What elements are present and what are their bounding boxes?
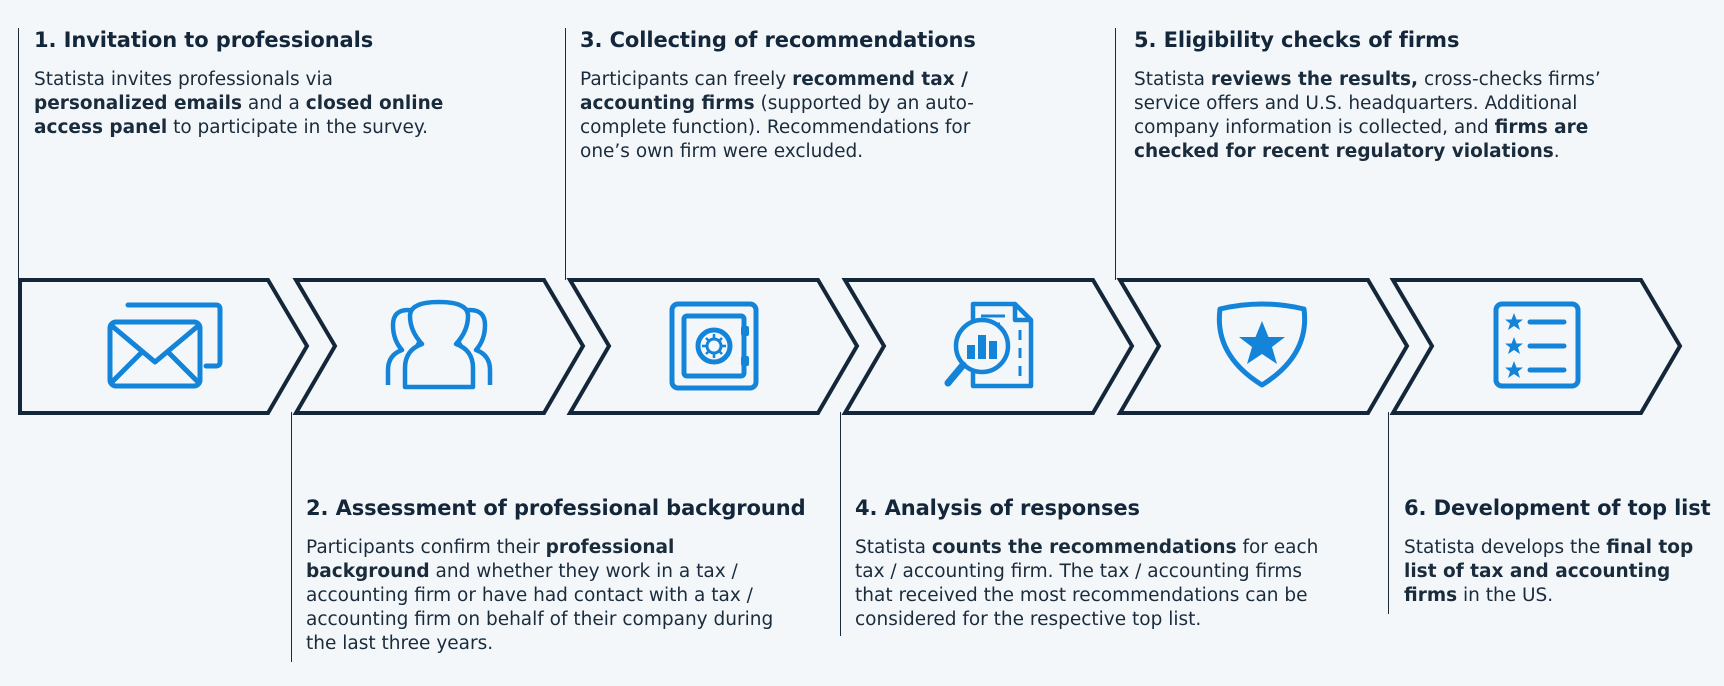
description-segment: personalized emails: [34, 93, 242, 114]
connector-line-step-6: [1388, 412, 1389, 614]
step-6: 6. Development of top list Statista deve…: [1404, 496, 1711, 608]
step-4: 4. Analysis of responses Statista counts…: [855, 496, 1325, 632]
step-3: 3. Collecting of recommendations Partici…: [580, 28, 1000, 164]
description-segment: Statista: [855, 537, 932, 558]
step-4-title: 4. Analysis of responses: [855, 496, 1140, 520]
step-5-description: Statista reviews the results, cross-chec…: [1134, 68, 1604, 164]
description-segment: .: [1553, 141, 1560, 162]
step-6-title: 6. Development of top list: [1404, 496, 1711, 520]
description-segment: final top list of tax and accounting fir…: [1404, 537, 1694, 606]
description-segment: cross-checks firms’ service offers and U…: [1134, 69, 1601, 138]
description-segment: counts the recommendations: [931, 537, 1237, 558]
step-1-title: 1. Invitation to professionals: [34, 28, 374, 52]
description-segment: professional background: [306, 537, 675, 582]
description-segment: Participants can freely: [580, 69, 793, 90]
description-segment: recommend tax / accounting firms: [580, 69, 968, 114]
step-3-title: 3. Collecting of recommendations: [580, 28, 976, 52]
description-segment: and whether they work in a tax / account…: [306, 561, 774, 654]
description-segment: in the US.: [1457, 585, 1554, 606]
description-segment: closed online access panel: [34, 93, 444, 138]
description-segment: Statista: [1134, 69, 1211, 90]
step-5: 5. Eligibility checks of firms Statista …: [1134, 28, 1604, 164]
step-1-description: Statista invites professionals via perso…: [34, 68, 454, 140]
step-2-description: Participants confirm their professional …: [306, 536, 776, 656]
connector-line-step-5: [1115, 28, 1116, 280]
connector-line-step-3: [565, 28, 566, 280]
connector-line-step-2: [291, 412, 292, 662]
description-segment: and a: [241, 93, 306, 114]
step-3-description: Participants can freely recommend tax / …: [580, 68, 1000, 164]
connector-line-step-4: [840, 412, 841, 636]
description-segment: to participate in the survey.: [167, 117, 429, 138]
description-segment: Participants confirm their: [306, 537, 546, 558]
step-4-description: Statista counts the recommendations for …: [855, 536, 1325, 632]
description-segment: firms are checked for recent regulatory …: [1134, 117, 1589, 162]
chevron-step-3: [566, 278, 860, 415]
description-segment: reviews the results,: [1210, 69, 1419, 90]
star-list-icon: [1493, 301, 1581, 389]
safe-icon: [669, 301, 759, 391]
description-segment: Statista develops the: [1404, 537, 1607, 558]
description-segment: (supported by an auto-complete function)…: [580, 93, 974, 162]
connector-line-step-1: [18, 28, 19, 280]
shield-star-icon: [1216, 301, 1308, 388]
envelope-icon: [107, 302, 223, 389]
description-segment: for each tax / accounting firm. The tax …: [855, 537, 1319, 630]
people-group-icon: [385, 299, 493, 390]
step-2: 2. Assessment of professional background…: [306, 496, 806, 656]
description-segment: Statista invites professionals via: [34, 69, 333, 90]
step-5-title: 5. Eligibility checks of firms: [1134, 28, 1460, 52]
step-2-title: 2. Assessment of professional background: [306, 496, 806, 520]
step-1: 1. Invitation to professionals Statista …: [34, 28, 454, 140]
step-6-description: Statista develops the final top list of …: [1404, 536, 1704, 608]
document-magnifier-chart-icon: [944, 301, 1034, 389]
